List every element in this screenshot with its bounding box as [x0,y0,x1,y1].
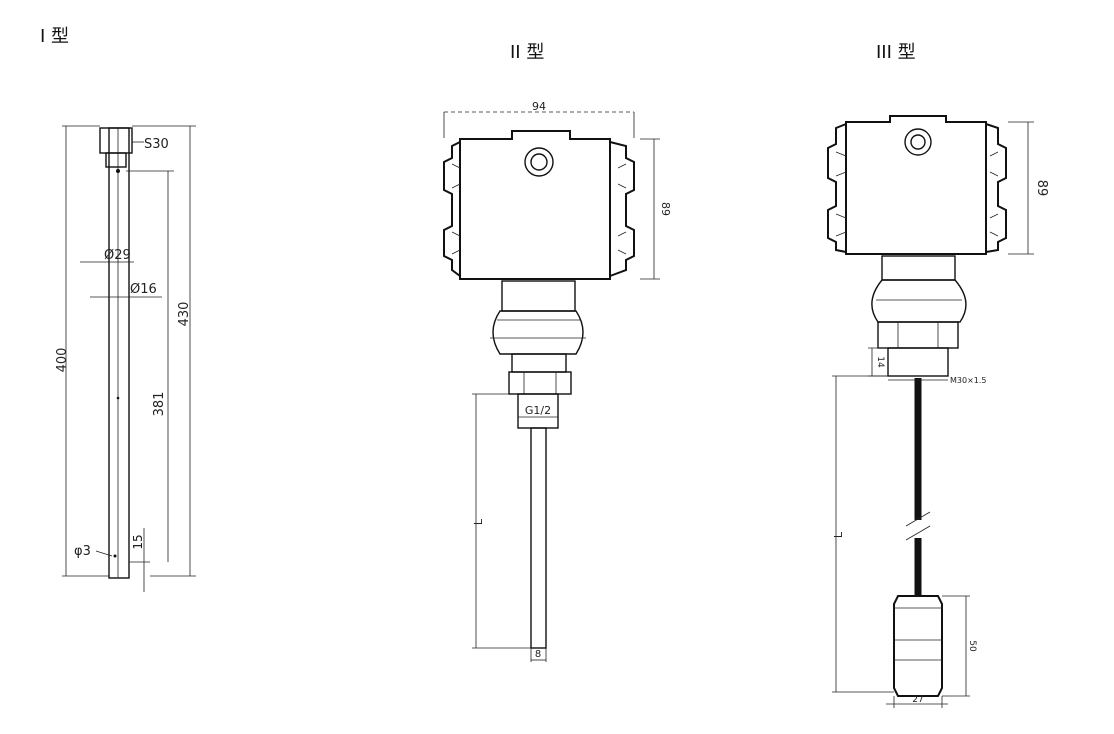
type-3-drawing: 89 14 M30×1.5 L 50 27 [827,115,1049,708]
type-1-dim-15: 15 [131,534,145,549]
type-3-dim-thread: M30×1.5 [950,376,987,385]
type-3-hex-nut [877,321,959,349]
type-3-thread [887,347,949,377]
type-3-housing [845,115,987,255]
type-1-dim-400: 400 [55,348,70,373]
type-3-right-cover [985,123,1007,253]
type-2-title: II 型 [510,42,545,63]
type-3-title: III 型 [876,42,916,63]
type-2-right-cover [609,141,635,277]
type-3-left-cover [827,123,847,253]
type-1-dim-430: 430 [177,302,192,327]
type-2-ball-joint [492,310,584,355]
type-1-rod [108,127,130,579]
type-2-dim-94: 94 [532,100,546,113]
type-3-probe [893,595,943,697]
type-1-dim-s30: S30 [144,137,169,152]
type-2-neck [501,280,576,312]
type-3-cable-plug [904,128,932,156]
type-2-dim-89: 89 [659,202,672,216]
type-2-probe [530,427,547,649]
type-1-drawing: S30 400 430 381 Ø29 Ø16 15 φ3 [55,125,196,592]
type-2-dim-thread: G1/2 [525,404,551,417]
type-2-left-cover [443,141,461,277]
type-1-title: I 型 [40,26,70,47]
type-2-dim-L: L [472,518,485,525]
type-3-neck [881,255,956,281]
type-3-dim-50: 50 [967,640,977,652]
type-1-hex-head [99,127,133,154]
type-2-dim-8: 8 [535,649,541,660]
type-1-dim-381: 381 [152,392,167,417]
type-3-dim-L: L [832,531,845,538]
type-3-dim-27: 27 [912,695,923,705]
type-2-drawing: 94 89 G1/2 L 8 [443,100,672,662]
type-3-dim-89: 89 [1034,180,1049,197]
type-2-cable-plug [524,147,554,177]
type-1-dim-d16: Ø16 [130,282,157,297]
type-3-ball-joint [871,279,967,323]
type-1-dim-phi3: φ3 [74,544,91,559]
type-3-dim-14: 14 [875,356,885,368]
type-1-dim-d29: Ø29 [104,248,131,263]
type-2-hex-nut [508,371,572,395]
type-2-housing [459,130,611,280]
